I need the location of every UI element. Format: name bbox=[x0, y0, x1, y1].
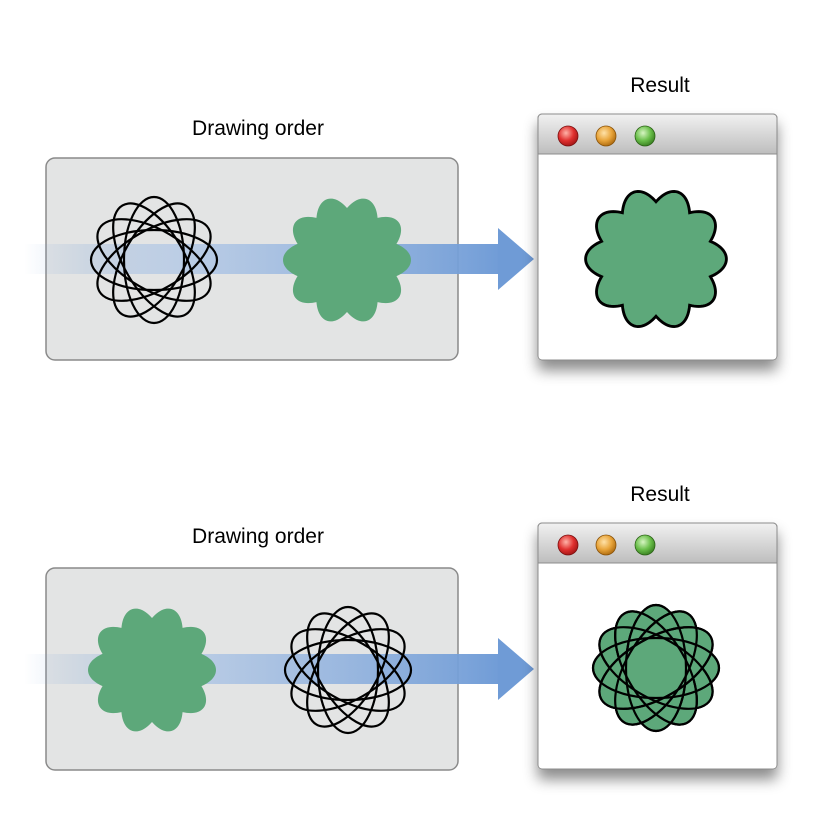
rosette-ellipse bbox=[624, 603, 688, 733]
rosette-outline-icon bbox=[283, 605, 413, 735]
rosette-ellipse bbox=[89, 228, 219, 292]
zoom-button[interactable] bbox=[634, 125, 656, 147]
rosette-ellipse bbox=[306, 612, 390, 728]
green-flower-icon bbox=[88, 608, 216, 732]
diagram-2: Drawing order Result bbox=[24, 483, 778, 771]
flower-shape bbox=[283, 198, 411, 322]
result-label: Result bbox=[630, 483, 690, 506]
flower-shape bbox=[88, 608, 216, 732]
close-button[interactable] bbox=[557, 534, 579, 556]
result-flower-icon bbox=[584, 190, 728, 328]
rosette-ellipse bbox=[283, 638, 413, 702]
drawing-order-label: Drawing order bbox=[192, 525, 324, 548]
rosette-ellipse bbox=[316, 605, 380, 735]
close-button[interactable] bbox=[557, 125, 579, 147]
rosette-ellipse bbox=[306, 612, 390, 728]
flower-shape bbox=[584, 190, 728, 328]
rosette-ellipse bbox=[614, 610, 698, 726]
result-label: Result bbox=[630, 74, 690, 97]
result-overlay-icon bbox=[591, 603, 721, 733]
rosette-ellipse bbox=[598, 626, 714, 710]
rosette-ellipse bbox=[96, 218, 212, 302]
drawing-order-label: Drawing order bbox=[192, 117, 324, 140]
rosette-ellipse bbox=[591, 636, 721, 700]
rosette-ellipse bbox=[112, 202, 196, 318]
diagram-1: Drawing order Result bbox=[24, 74, 778, 361]
green-flower-icon bbox=[283, 198, 411, 322]
rosette-ellipse bbox=[290, 628, 406, 712]
zoom-button[interactable] bbox=[634, 534, 656, 556]
arrow-right-icon bbox=[24, 228, 534, 290]
rosette-ellipse bbox=[122, 195, 186, 325]
rosette-ellipse bbox=[614, 610, 698, 726]
rosette-ellipse bbox=[598, 626, 714, 710]
minimize-button[interactable] bbox=[595, 534, 617, 556]
minimize-button[interactable] bbox=[595, 125, 617, 147]
